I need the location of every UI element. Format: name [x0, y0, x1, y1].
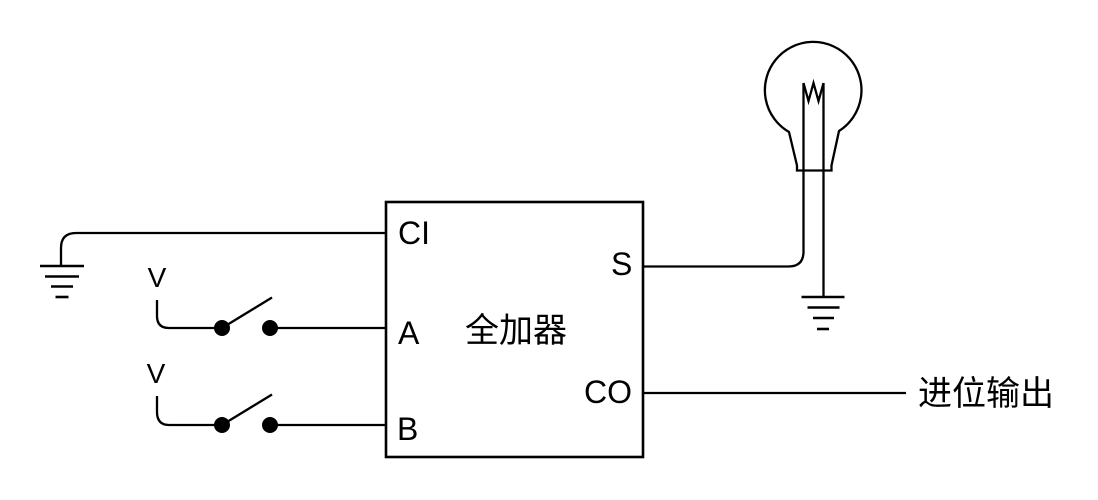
ground-symbol-bulb [801, 295, 845, 331]
full-adder-box [384, 200, 645, 459]
voltage-source-a-label: V [148, 262, 167, 293]
port-label-a: A [398, 315, 420, 351]
switch-b-contact-dot-left [214, 417, 230, 433]
voltage-source-b-label: V [147, 358, 166, 389]
ci-wire [59, 231, 387, 266]
switch-a-blade [221, 296, 273, 329]
port-label-ci: CI [398, 215, 430, 251]
full-adder-block: CI A B S CO 全加器 [384, 200, 645, 459]
switch-b-connector-wire [155, 396, 222, 427]
switch-a-contact-dot-left [214, 320, 230, 336]
s-output-wire [643, 83, 805, 268]
carry-output-label: 进位输出 [918, 375, 1054, 413]
light-bulb [763, 40, 863, 297]
switch-b-blade [221, 393, 273, 426]
s-output-branch [643, 40, 863, 331]
switch-a-connector-wire [155, 300, 222, 330]
switch-a: V [148, 262, 387, 336]
switch-b: V [147, 358, 387, 433]
full-adder-label: 全加器 [465, 312, 567, 350]
port-label-co: CO [584, 374, 632, 410]
bulb-outline [763, 40, 863, 172]
port-label-b: B [397, 411, 418, 447]
bulb-filament [802, 78, 825, 106]
ci-input-branch [40, 231, 387, 299]
co-output-branch: 进位输出 [643, 375, 1054, 413]
port-label-s: S [611, 246, 632, 282]
ground-symbol-input [40, 264, 84, 299]
